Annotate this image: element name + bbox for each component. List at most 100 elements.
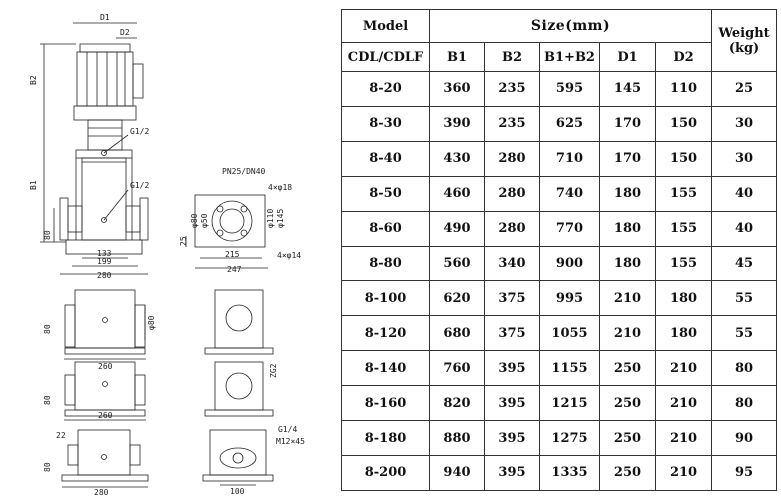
- pump-dimension-drawing: D1 D2 B2 B1 G1/2 G1/2 80 133 199 280 PN2…: [29, 13, 305, 497]
- cell-d2: 150: [654, 105, 713, 142]
- cell-b1: 820: [429, 385, 485, 422]
- label-phi110: φ110: [266, 209, 275, 228]
- cell-b1: 460: [429, 175, 485, 212]
- cell-b1: 390: [429, 105, 485, 142]
- cell-b1: 880: [429, 420, 485, 456]
- header-weight: Weight (kg): [711, 9, 778, 72]
- label-h80-c: 80: [43, 395, 52, 405]
- header-d2: D2: [654, 42, 713, 72]
- base-view-5: [61, 429, 149, 488]
- cell-model: 8-60: [341, 210, 430, 247]
- header-model: Model: [341, 9, 430, 43]
- cell-model: 8-180: [341, 420, 430, 456]
- label-g-top: G1/2: [130, 127, 149, 136]
- label-phi80b: φ80: [147, 315, 156, 330]
- cell-b2: 340: [484, 245, 540, 282]
- base-view-3: [64, 361, 146, 421]
- label-phi80: φ80: [190, 213, 199, 228]
- header-weight-line2: (kg): [728, 40, 760, 56]
- cell-d1: 170: [599, 140, 656, 177]
- cell-model: 8-80: [341, 245, 430, 282]
- cell-d1: 180: [599, 175, 656, 212]
- label-g-mid: G1/2: [130, 181, 149, 190]
- label-215: 215: [225, 250, 240, 259]
- cell-b1b2: 1215: [539, 385, 600, 422]
- cell-weight: 30: [711, 105, 778, 142]
- cell-weight: 55: [711, 315, 778, 352]
- label-260a: 260: [98, 362, 113, 371]
- cell-b1b2: 740: [539, 175, 600, 212]
- label-h80-b: 80: [43, 324, 52, 334]
- cell-b1b2: 1055: [539, 315, 600, 352]
- cell-model: 8-140: [341, 350, 430, 387]
- label-d2: D2: [120, 28, 130, 37]
- cell-b2: 280: [484, 210, 540, 247]
- label-22: 22: [56, 431, 66, 440]
- cell-d1: 180: [599, 245, 656, 282]
- cell-b2: 280: [484, 175, 540, 212]
- cell-b1b2: 710: [539, 140, 600, 177]
- header-d1: D1: [599, 42, 656, 72]
- label-phi50: φ50: [200, 213, 209, 228]
- cell-b1: 760: [429, 350, 485, 387]
- base-view-4: [204, 361, 274, 417]
- cell-d2: 180: [654, 280, 713, 317]
- cell-d1: 210: [599, 280, 656, 317]
- cell-weight: 30: [711, 140, 778, 177]
- cell-b1b2: 1275: [539, 420, 600, 456]
- label-h80-a: 80: [43, 230, 52, 240]
- cell-d1: 145: [599, 71, 656, 107]
- cell-d1: 250: [599, 420, 656, 456]
- cell-weight: 40: [711, 175, 778, 212]
- cell-b1b2: 1335: [539, 454, 600, 492]
- label-b1: B1: [29, 180, 38, 190]
- cell-weight: 80: [711, 350, 778, 387]
- cell-weight: 40: [711, 210, 778, 247]
- cell-d2: 155: [654, 210, 713, 247]
- cell-b1b2: 595: [539, 71, 600, 107]
- label-280: 280: [97, 271, 112, 280]
- cell-weight: 45: [711, 245, 778, 282]
- base-view-1: [64, 289, 146, 360]
- cell-d2: 180: [654, 315, 713, 352]
- cell-b2: 395: [484, 454, 540, 492]
- cell-b1b2: 900: [539, 245, 600, 282]
- cell-d2: 150: [654, 140, 713, 177]
- label-100: 100: [230, 487, 245, 496]
- cell-b2: 235: [484, 105, 540, 142]
- header-cdl: CDL/CDLF: [341, 42, 430, 72]
- header-b2: B2: [484, 42, 540, 72]
- cell-model: 8-100: [341, 280, 430, 317]
- header-b1: B1: [429, 42, 485, 72]
- cell-d2: 210: [654, 385, 713, 422]
- label-280b: 280: [94, 488, 109, 497]
- header-weight-line1: Weight: [718, 25, 770, 41]
- cell-d1: 210: [599, 315, 656, 352]
- cell-b2: 395: [484, 420, 540, 456]
- cell-b2: 375: [484, 280, 540, 317]
- base-view-2: [204, 289, 274, 355]
- label-199: 199: [97, 257, 112, 266]
- cell-b1: 430: [429, 140, 485, 177]
- cell-weight: 90: [711, 420, 778, 456]
- flange-detail: [185, 194, 268, 269]
- cell-b1: 360: [429, 71, 485, 107]
- label-h80-d: 80: [43, 462, 52, 472]
- cell-weight: 25: [711, 71, 778, 107]
- cell-d2: 155: [654, 245, 713, 282]
- cell-model: 8-120: [341, 315, 430, 352]
- cell-b2: 395: [484, 350, 540, 387]
- label-d1: D1: [100, 13, 110, 22]
- cell-d2: 110: [654, 71, 713, 107]
